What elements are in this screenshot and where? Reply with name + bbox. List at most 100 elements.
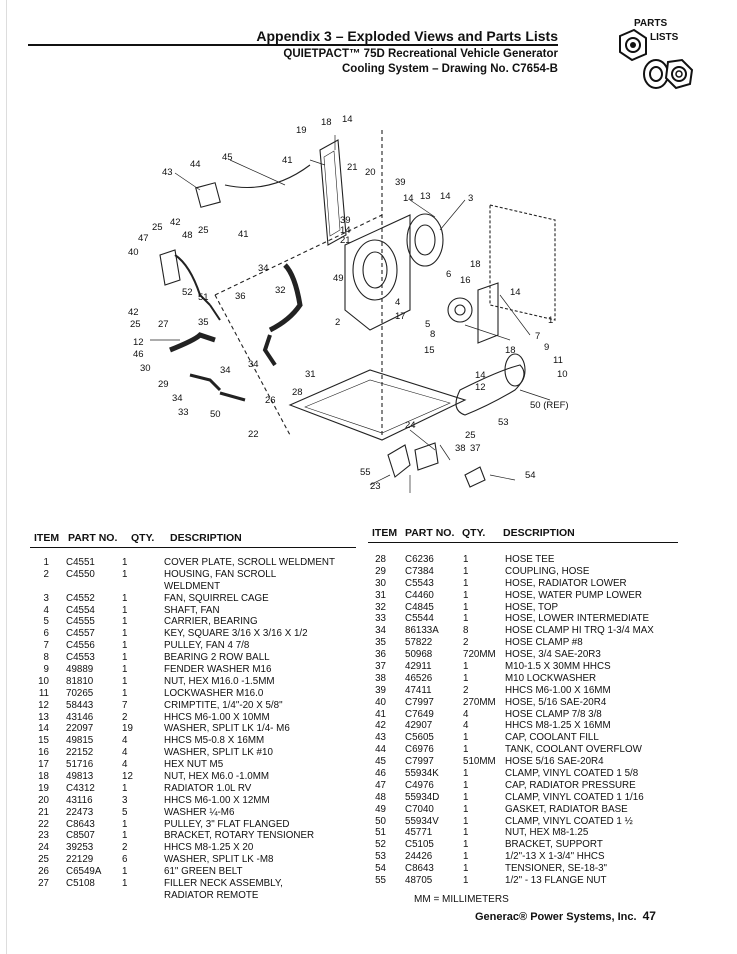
svg-text:31: 31 bbox=[305, 369, 316, 380]
quantity: 1 bbox=[122, 557, 128, 568]
part-number: 55934V bbox=[405, 815, 439, 827]
item-number: 9 bbox=[43, 664, 49, 676]
part-number: C5605 bbox=[405, 732, 434, 744]
svg-text:43: 43 bbox=[162, 167, 173, 178]
item-number: 31 bbox=[375, 589, 386, 601]
svg-text:26: 26 bbox=[265, 395, 276, 406]
part-number: 22473 bbox=[66, 806, 94, 818]
part-number: C8643 bbox=[405, 863, 434, 875]
item-number: 54 bbox=[375, 863, 386, 875]
quantity: 1 bbox=[122, 866, 128, 878]
part-number: C6236 bbox=[405, 554, 434, 565]
svg-text:39: 39 bbox=[395, 177, 406, 188]
right-col-part-header: PART NO. bbox=[405, 527, 455, 539]
description: WASHER ¼-M6 bbox=[164, 806, 235, 818]
quantity: 1 bbox=[463, 672, 469, 684]
svg-text:24: 24 bbox=[405, 420, 416, 431]
item-number: 40 bbox=[375, 696, 386, 708]
svg-text:14: 14 bbox=[440, 191, 451, 202]
quantity: 1 bbox=[463, 851, 469, 863]
item-number: 25 bbox=[38, 854, 49, 866]
quantity: 1 bbox=[463, 661, 469, 673]
svg-text:30: 30 bbox=[140, 363, 151, 374]
svg-text:54: 54 bbox=[525, 470, 536, 481]
svg-text:55: 55 bbox=[360, 467, 371, 478]
part-number: 45771 bbox=[405, 827, 433, 839]
quantity: 6 bbox=[122, 854, 128, 866]
svg-text:14: 14 bbox=[342, 114, 353, 125]
item-number: 34 bbox=[375, 625, 386, 637]
description: FILLER NECK ASSEMBLY, bbox=[164, 878, 283, 890]
description: 1/2" - 13 FLANGE NUT bbox=[505, 875, 607, 887]
description: KEY, SQUARE 3/16 X 3/16 X 1/2 bbox=[164, 628, 308, 640]
item-number: 46 bbox=[375, 768, 386, 780]
svg-text:1: 1 bbox=[548, 315, 553, 326]
quantity: 1 bbox=[122, 616, 128, 628]
part-number: C4552 bbox=[66, 592, 95, 604]
svg-text:22: 22 bbox=[248, 429, 259, 440]
description: HHCS M6-1.00 X 10MM bbox=[164, 711, 270, 723]
item-number: 39 bbox=[375, 684, 386, 696]
item-number: 28 bbox=[375, 554, 386, 565]
part-number: 42907 bbox=[405, 720, 433, 732]
part-number: 24426 bbox=[405, 851, 433, 863]
item-number: 13 bbox=[38, 711, 49, 723]
description: PULLEY, FAN 4 7/8 bbox=[164, 640, 250, 652]
item-number: 48 bbox=[375, 791, 386, 803]
item-number: 43 bbox=[375, 732, 386, 744]
quantity: 2 bbox=[463, 684, 469, 696]
svg-text:35: 35 bbox=[198, 317, 209, 328]
description: HOSE CLAMP 7/8 3/8 bbox=[505, 708, 602, 720]
svg-text:25: 25 bbox=[465, 430, 476, 441]
description: COUPLING, HOSE bbox=[505, 565, 590, 577]
description: CLAMP, VINYL COATED 1 ½ bbox=[505, 815, 633, 827]
item-number: 38 bbox=[375, 672, 386, 684]
page-edge-shadow bbox=[6, 0, 7, 954]
quantity: 1 bbox=[122, 675, 128, 687]
svg-text:14: 14 bbox=[475, 370, 486, 381]
svg-text:52: 52 bbox=[182, 287, 193, 298]
svg-text:19: 19 bbox=[296, 125, 307, 136]
quantity: 1 bbox=[122, 687, 128, 699]
description: HHCS M8-1.25 X 20 bbox=[164, 842, 254, 854]
part-number: 81810 bbox=[66, 675, 94, 687]
quantity: 720MM bbox=[463, 649, 496, 661]
svg-text:41: 41 bbox=[282, 155, 293, 166]
quantity: 1 bbox=[122, 664, 128, 676]
part-number: 86133A bbox=[405, 625, 439, 637]
right-col-item-header: ITEM bbox=[372, 527, 398, 539]
svg-text:40: 40 bbox=[128, 247, 139, 258]
item-number: 45 bbox=[375, 756, 386, 768]
svg-text:50 (REF): 50 (REF) bbox=[530, 400, 569, 411]
svg-text:25: 25 bbox=[130, 319, 141, 330]
part-number: C4553 bbox=[66, 652, 95, 664]
part-number: 57822 bbox=[405, 637, 433, 649]
quantity: 1 bbox=[122, 604, 128, 616]
svg-text:12: 12 bbox=[475, 382, 486, 393]
part-number: 46526 bbox=[405, 672, 433, 684]
part-number: 51716 bbox=[66, 759, 94, 771]
item-number: 47 bbox=[375, 779, 386, 791]
description: CLAMP, VINYL COATED 1 1/16 bbox=[505, 791, 644, 803]
svg-text:6: 6 bbox=[446, 269, 451, 280]
item-number: 24 bbox=[38, 842, 49, 854]
quantity: 1 bbox=[463, 815, 469, 827]
quantity: 2 bbox=[122, 711, 128, 723]
